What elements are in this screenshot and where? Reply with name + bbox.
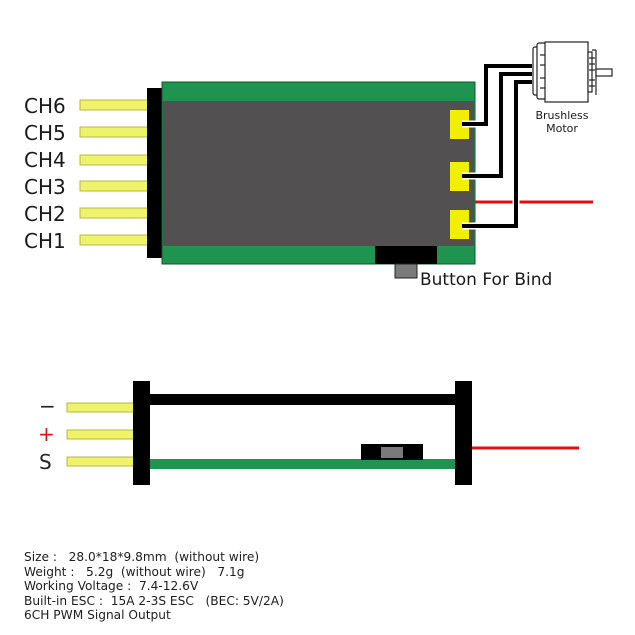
bind-button-label: Button For Bind: [420, 270, 552, 290]
pin-ch5: [79, 126, 149, 138]
motor-wire-b: [462, 72, 532, 178]
pin-ch2: [79, 207, 149, 219]
spec-voltage: Working Voltage : 7.4-12.6V: [24, 579, 199, 594]
side-pcb-layer: [150, 459, 455, 469]
channel-labels: CH6 CH5 CH4 CH3 CH2 CH1: [24, 94, 66, 253]
pin-label-signal: S: [39, 450, 52, 474]
channel-label: CH1: [24, 229, 66, 253]
spec-output: 6CH PWM Signal Output: [24, 608, 171, 623]
channel-label: CH3: [24, 175, 66, 199]
side-top-layer: [150, 394, 455, 405]
pin-ch4: [79, 154, 149, 166]
motor-pad-1: [450, 110, 469, 139]
spec-size: Size : 28.0*18*9.8mm (without wire): [24, 550, 260, 564]
motor-wire-a: [462, 64, 532, 126]
pin-ch3: [79, 180, 149, 192]
pin-ch1: [79, 234, 149, 246]
bind-button[interactable]: [394, 263, 418, 279]
motor-label-line1: Brushless: [535, 109, 588, 122]
bind-button-housing: [375, 246, 437, 264]
brushless-motor-icon: [532, 41, 613, 103]
motor-wires: [462, 62, 532, 230]
side-button: [381, 447, 403, 458]
channel-label: CH6: [24, 94, 66, 118]
side-pin-signal: [66, 456, 136, 467]
channel-label: CH2: [24, 202, 66, 226]
esc-body: [163, 101, 474, 246]
motor-pad-2: [450, 162, 469, 191]
top-view: CH6 CH5 CH4 CH3 CH2 CH1 Button For Bind: [24, 41, 613, 290]
channel-label: CH4: [24, 148, 66, 172]
channel-label: CH5: [24, 121, 66, 145]
pin-ch6: [79, 99, 149, 111]
side-right-bracket: [455, 381, 472, 485]
motor-pad-3: [450, 210, 469, 239]
motor-label-line2: Motor: [546, 122, 578, 135]
channel-pins: [79, 99, 149, 246]
side-left-bracket: [133, 381, 150, 485]
motor-wire-c: [462, 80, 532, 228]
spec-list: Size : 28.0*18*9.8mm (without wire) Weig…: [24, 550, 284, 623]
spec-esc: Built-in ESC : 15A 2-3S ESC (BEC: 5V/2A): [24, 593, 284, 608]
pin-header: [147, 88, 163, 258]
side-pin-positive: [66, 429, 136, 440]
pin-label-negative: −: [39, 394, 56, 418]
side-pin-negative: [66, 402, 136, 413]
spec-weight: Weight : 5.2g (without wire) 7.1g: [24, 564, 245, 579]
pin-label-positive: +: [38, 422, 55, 446]
side-view: − + S: [38, 381, 579, 485]
